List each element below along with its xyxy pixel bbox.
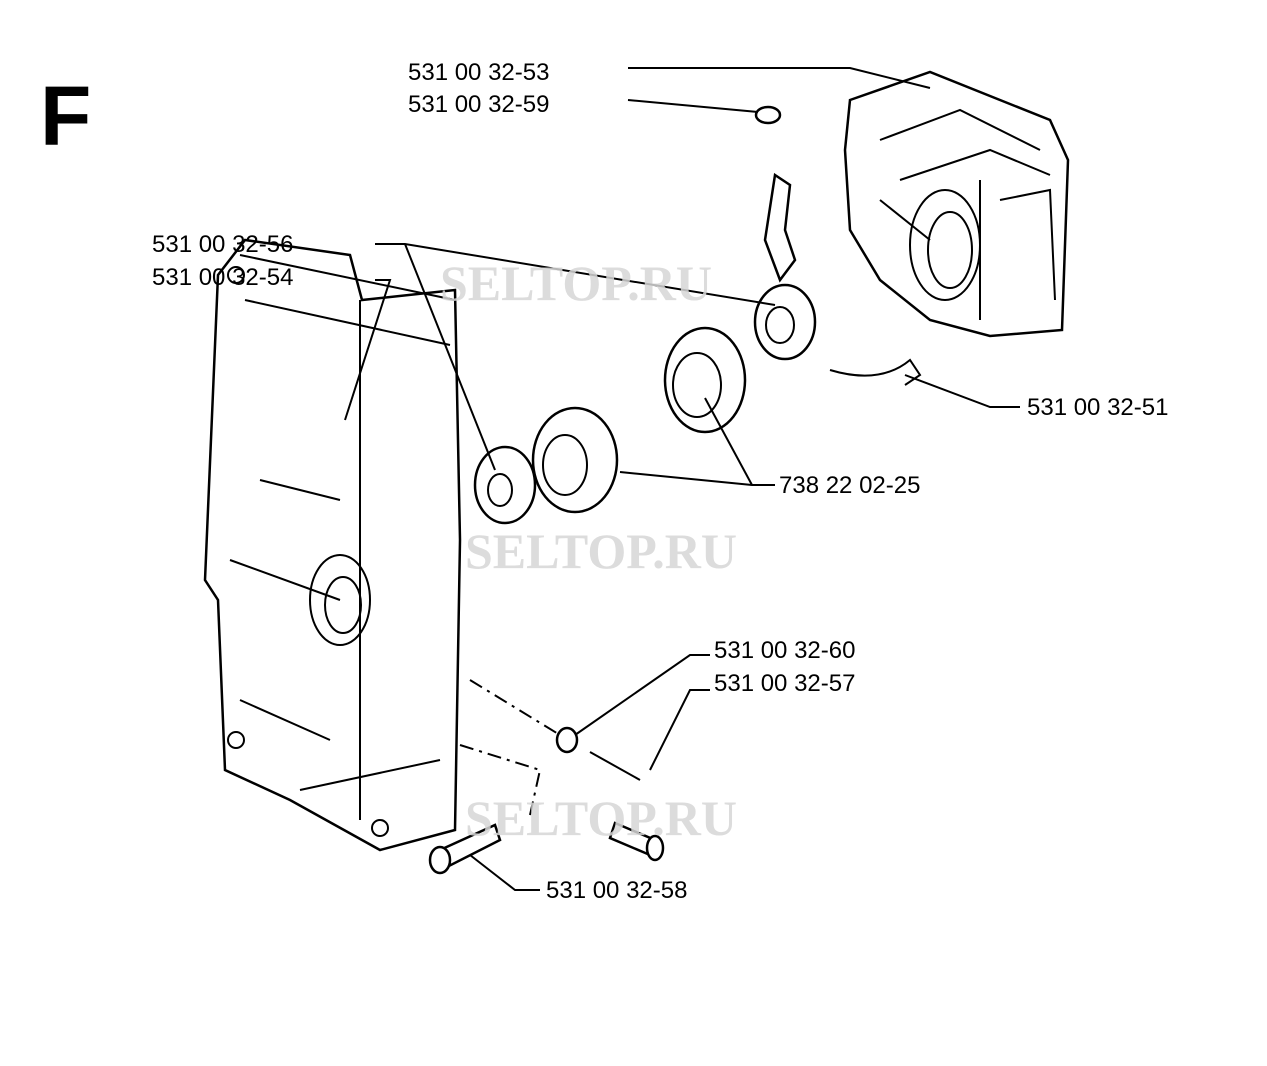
bearing-right <box>663 326 747 434</box>
part-label-531-00-32-60: 531 00 32-60 <box>714 637 855 664</box>
part-label-738-22-02-25: 738 22 02-25 <box>779 472 920 499</box>
seal-left <box>473 445 537 525</box>
watermark: SELTOP.RU <box>465 523 737 579</box>
screw-long <box>428 823 502 875</box>
part-label-531-00-32-53: 531 00 32-53 <box>408 59 549 86</box>
seal-right <box>753 283 817 361</box>
part-label-531-00-32-59: 531 00 32-59 <box>408 91 549 118</box>
part-label-531-00-32-57: 531 00 32-57 <box>714 670 855 697</box>
watermark: SELTOP.RU <box>440 255 712 311</box>
o-ring <box>754 105 782 125</box>
screw-short <box>608 821 665 862</box>
leader-lines <box>344 67 1020 891</box>
section-letter: F <box>40 69 91 163</box>
crankcase-half-left <box>203 238 462 852</box>
crankcase-half-right <box>763 70 1070 386</box>
watermark: SELTOP.RU <box>465 790 737 846</box>
part-label-531-00-32-54: 531 00 32-54 <box>152 264 293 291</box>
bearing-left <box>531 406 619 514</box>
part-label-531-00-32-56: 531 00 32-56 <box>152 231 293 258</box>
part-label-531-00-32-58: 531 00 32-58 <box>546 877 687 904</box>
part-label-531-00-32-51: 531 00 32-51 <box>1027 394 1168 421</box>
washer <box>555 726 579 754</box>
